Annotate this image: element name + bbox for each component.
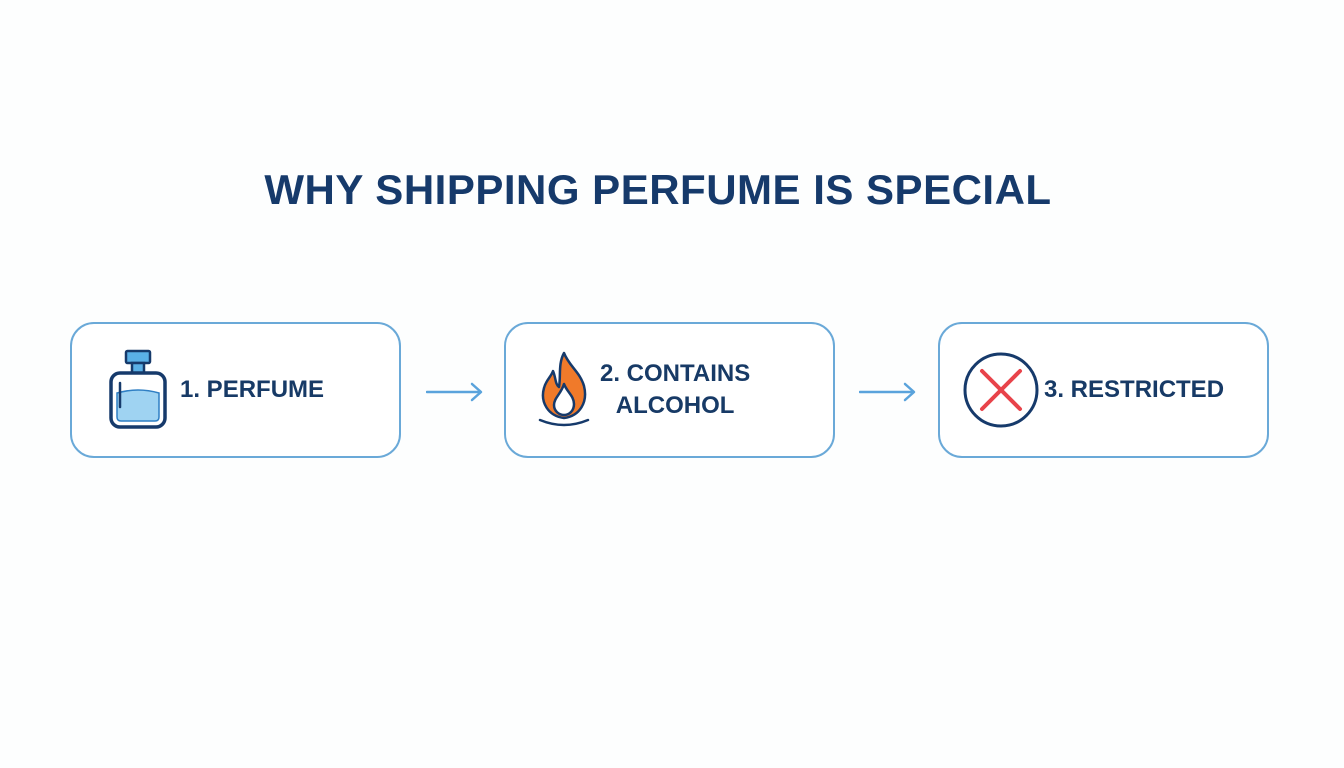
- step-label-line: 3. RESTRICTED: [1044, 376, 1225, 403]
- perfume-bottle-icon: [109, 349, 167, 429]
- flame-icon: [538, 351, 590, 427]
- step-label-line: 1. PERFUME: [180, 376, 325, 403]
- arrow-right-icon: [859, 382, 916, 402]
- step-box-perfume: 1. PERFUME: [70, 322, 401, 458]
- step-label-line: 2. CONTAINS: [600, 360, 751, 387]
- diagram-title: WHY SHIPPING PERFUME IS SPECIAL: [264, 166, 1052, 213]
- step-label-line: ALCOHOL: [615, 392, 735, 419]
- step-label-restricted: 3. RESTRICTED: [1044, 374, 1224, 406]
- x-circle-icon: [963, 352, 1039, 428]
- step-label-contains-alcohol: 2. CONTAINS ALCOHOL: [600, 358, 750, 422]
- arrow-right-icon: [426, 382, 483, 402]
- step-label-perfume: 1. PERFUME: [180, 374, 324, 406]
- step-box-contains-alcohol: 2. CONTAINS ALCOHOL: [504, 322, 835, 458]
- step-box-restricted: 3. RESTRICTED: [938, 322, 1269, 458]
